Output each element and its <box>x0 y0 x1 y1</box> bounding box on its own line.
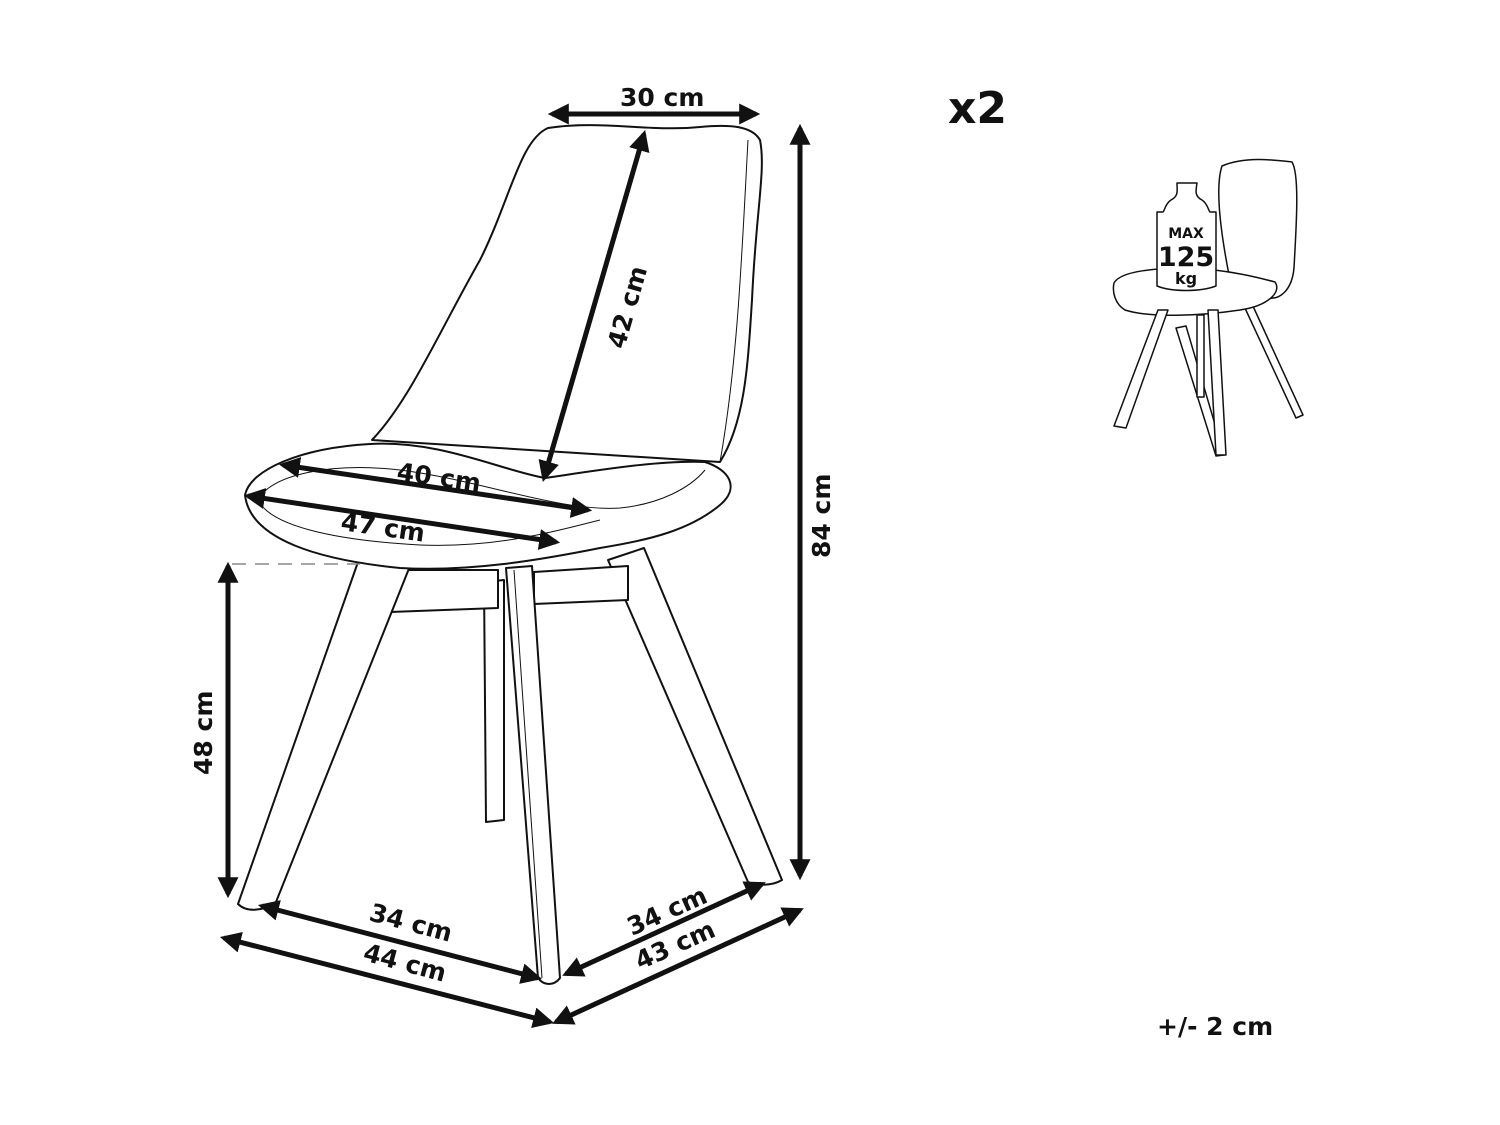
backrest <box>371 124 763 463</box>
max-load-line1: MAX <box>1168 226 1204 242</box>
max-load-line2: 125 <box>1158 242 1214 273</box>
max-load-line3: kg <box>1175 269 1197 288</box>
quantity-label: x2 <box>948 83 1007 134</box>
rear-center-leg <box>483 579 505 823</box>
dimension-lines <box>217 103 811 1028</box>
seat-height-label: 48 cm <box>189 691 218 775</box>
front-left-leg <box>237 561 411 911</box>
max-load-icon: MAX 125 kg <box>1112 158 1304 457</box>
tolerance-label: +/- 2 cm <box>1157 1012 1273 1041</box>
total-height-label: 84 cm <box>807 474 836 558</box>
backrest-width-label: 30 cm <box>620 83 704 112</box>
front-center-leg <box>505 565 561 985</box>
stretcher-right <box>533 565 629 605</box>
chair-illustration <box>237 124 783 985</box>
rear-right-leg <box>607 547 783 886</box>
